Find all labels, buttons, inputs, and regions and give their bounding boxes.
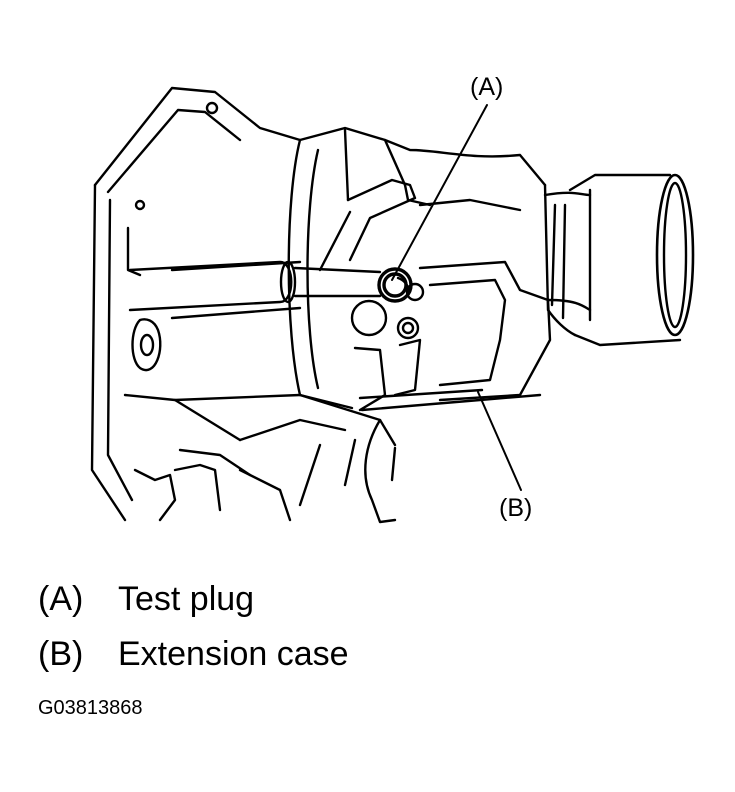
figure-id: G03813868 — [38, 697, 143, 719]
leader-line-a — [391, 104, 488, 281]
callout-a-label: (A) — [470, 73, 504, 101]
legend-label: Extension case — [118, 635, 349, 673]
housing-flange — [90, 86, 407, 522]
test-plug — [350, 267, 425, 340]
legend-key: (A) — [38, 580, 84, 618]
extension-case — [353, 198, 552, 412]
legend-item-extension-case: (B) Extension case — [38, 637, 349, 671]
output-flange — [543, 173, 695, 347]
bracket — [318, 178, 417, 272]
lower-section — [133, 418, 397, 524]
legend-label: Test plug — [118, 580, 255, 618]
rod — [128, 260, 382, 312]
transmission-illustration — [90, 86, 695, 524]
leader-lines — [391, 104, 522, 491]
legend-key: (B) — [38, 635, 84, 673]
callout-b-label: (B) — [499, 494, 533, 522]
legend-item-test-plug: (A) Test plug — [38, 582, 254, 616]
leader-line-b — [477, 391, 522, 491]
